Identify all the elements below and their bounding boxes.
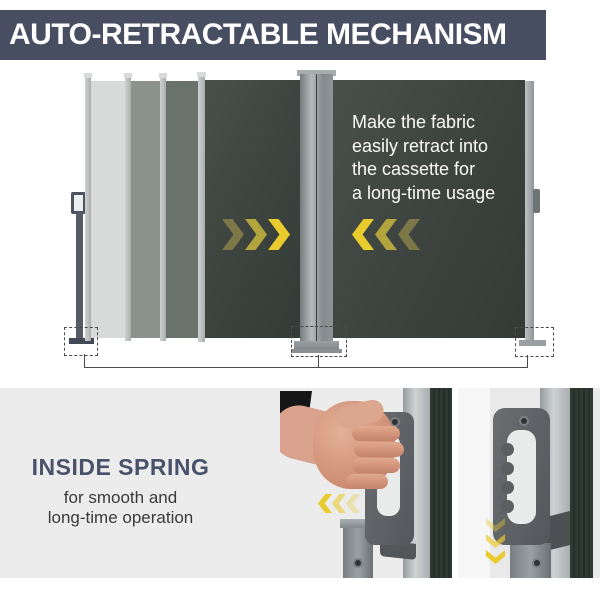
section-subtext-line2: long-time operation	[47, 508, 194, 527]
grip-notch	[501, 500, 514, 513]
callout-bracket-tick-right	[527, 355, 528, 367]
banner-title: AUTO-RETRACTABLE MECHANISM	[9, 18, 507, 51]
fabric-caption: Make the fabric easily retract into the …	[352, 111, 528, 205]
finger	[352, 458, 400, 473]
screw	[355, 560, 361, 566]
awning-rail-1	[84, 73, 92, 341]
screw	[534, 560, 540, 566]
fabric-panel-left	[205, 80, 300, 338]
photo-handle-closeup	[458, 388, 600, 578]
title-banner: AUTO-RETRACTABLE MECHANISM	[0, 10, 546, 60]
fabric-panel-ghost-3	[166, 81, 198, 338]
caption-line-2: easily retract into	[352, 135, 489, 156]
left-pole-handle	[71, 192, 86, 214]
cassette-cap	[297, 70, 336, 76]
section-subtext-line1: for smooth and	[63, 488, 178, 507]
callout-box-right-base	[515, 327, 554, 357]
lower-post	[510, 543, 551, 578]
background-strip	[593, 388, 600, 578]
right-support-pole	[525, 81, 534, 342]
grip-notch	[501, 462, 514, 475]
photo-hand-pulling-handle	[280, 388, 452, 578]
awning-rail-3	[159, 73, 167, 341]
grip-notch	[501, 481, 514, 494]
rolled-fabric	[430, 388, 452, 578]
finger	[352, 426, 400, 441]
caption-line-1: Make the fabric	[352, 112, 476, 132]
callout-box-left-base	[64, 327, 98, 356]
awning-rail-2	[124, 73, 132, 341]
chevron-left-icon	[318, 494, 332, 513]
callout-bracket-tick-left	[84, 354, 85, 367]
center-cassette	[300, 74, 333, 344]
left-support-pole	[76, 212, 83, 339]
finger	[346, 474, 388, 489]
cassette-base-plate	[291, 349, 342, 353]
section-headline: INSIDE SPRING for smooth and long-time o…	[28, 454, 213, 528]
callout-bracket	[84, 367, 528, 368]
callout-bracket-tick-center	[318, 355, 319, 367]
right-pole-handle	[533, 189, 540, 213]
screw	[392, 419, 398, 425]
finger	[354, 442, 404, 457]
fabric-panel-ghost-1	[91, 81, 125, 338]
rolled-fabric	[570, 388, 593, 578]
fabric-panel-ghost-2	[131, 81, 160, 338]
callout-box-center-base	[291, 326, 347, 357]
screw	[521, 418, 527, 424]
chevron-left-icon	[332, 494, 346, 513]
inside-spring-section: INSIDE SPRING for smooth and long-time o…	[0, 388, 600, 578]
chevron-left-icon	[346, 494, 360, 513]
support-post-cap	[340, 519, 375, 528]
awning-rail-4	[197, 72, 206, 342]
section-heading: INSIDE SPRING	[31, 454, 210, 480]
right-pole-base	[519, 340, 546, 346]
caption-line-4: a long-time usage	[352, 182, 496, 203]
left-pole-base	[69, 338, 94, 344]
grip-notch	[501, 443, 514, 456]
background-band	[458, 388, 490, 578]
caption-line-3: the cassette for	[352, 159, 476, 179]
cassette-base	[294, 341, 339, 350]
fabric-panel-right	[333, 80, 525, 338]
photo-divider	[452, 388, 458, 578]
